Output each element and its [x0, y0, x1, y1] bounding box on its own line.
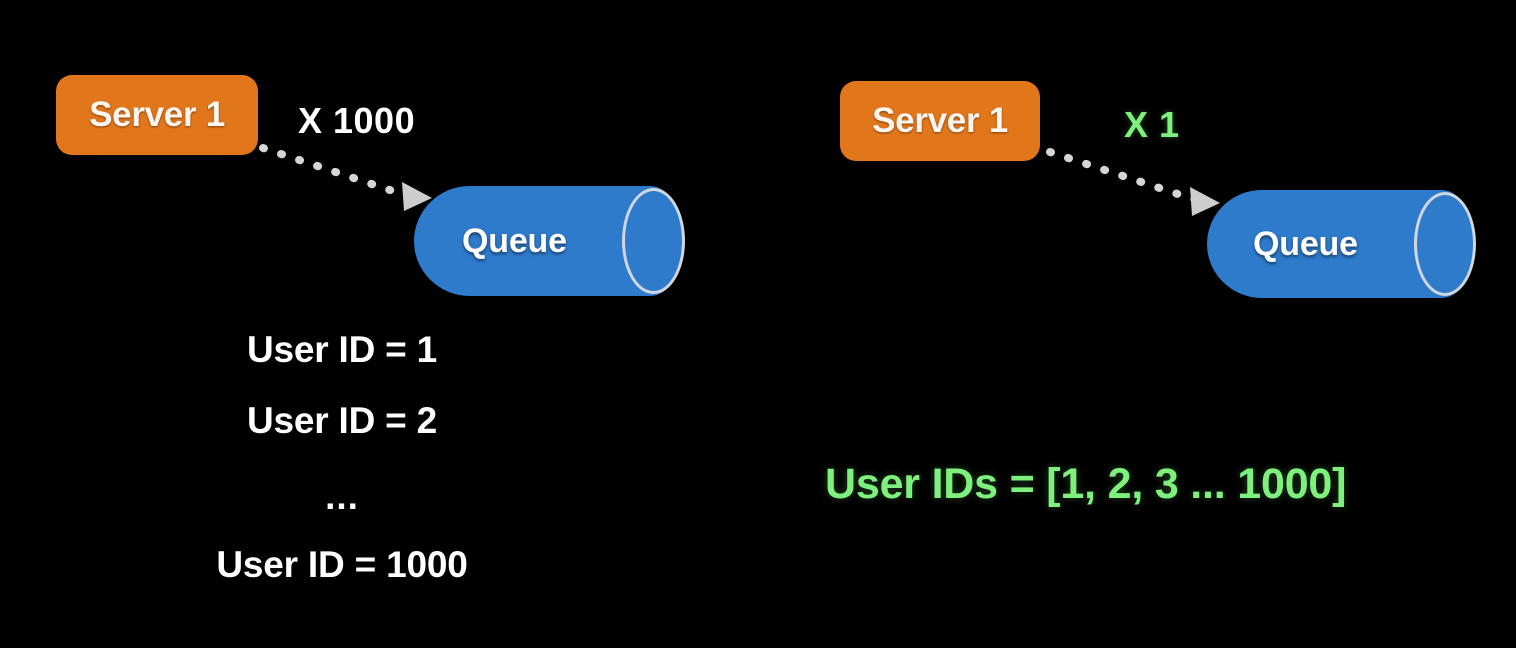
right-server-node[interactable]: Server 1	[840, 81, 1040, 161]
left-queue-node[interactable]: Queue	[414, 186, 685, 296]
left-multiplier-label: X 1000	[298, 100, 416, 141]
right-queue-cap-icon	[1414, 192, 1476, 296]
left-queue-cap-icon	[622, 188, 685, 294]
left-message-1: User ID = 1	[246, 329, 438, 370]
left-message-2: User ID = 2	[246, 400, 438, 441]
right-multiplier-label: X 1	[1124, 104, 1180, 145]
left-message-ellipsis: ...	[325, 476, 359, 517]
right-queue-label: Queue	[1253, 225, 1358, 263]
left-message-last: User ID = 1000	[216, 544, 468, 585]
left-server-label: Server 1	[89, 95, 225, 134]
right-message-1: User IDs = [1, 2, 3 ... 1000]	[825, 460, 1347, 508]
right-server-label: Server 1	[872, 101, 1008, 140]
left-queue-label: Queue	[462, 222, 567, 260]
right-queue-node[interactable]: Queue	[1207, 190, 1476, 298]
left-server-node[interactable]: Server 1	[56, 75, 258, 155]
